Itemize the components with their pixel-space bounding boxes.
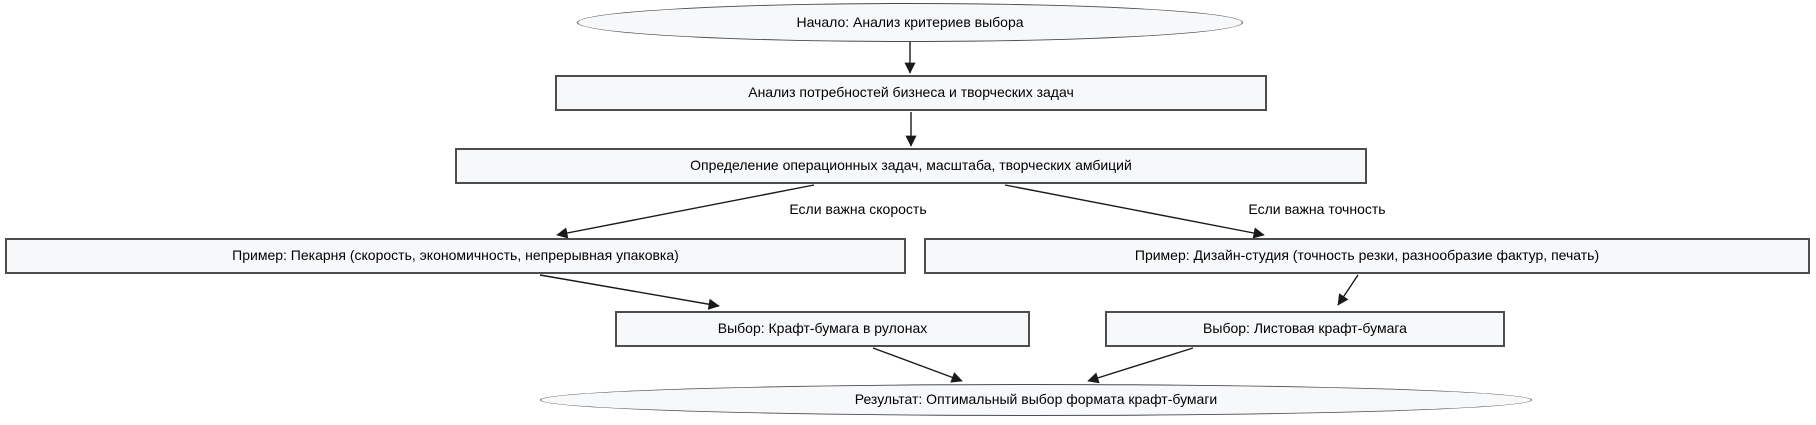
edge-definition-to-example-bakery: [556, 184, 815, 239]
node-definition-label: Определение операционных задач, масштаба…: [690, 157, 1132, 174]
node-result: Результат: Оптимальный выбор формата кра…: [540, 384, 1532, 416]
edge-example-bakery-to-choice-rolls: [539, 274, 720, 310]
node-choice-sheets: Выбор: Листовая крафт-бумага: [1105, 311, 1505, 347]
node-example-bakery: Пример: Пекарня (скорость, экономичность…: [5, 238, 906, 274]
edge-label-speed: Если важна скорость: [787, 201, 929, 217]
edge-choice-rolls-to-result: [872, 347, 963, 383]
edge-choice-sheets-to-result: [1087, 347, 1194, 384]
node-example-bakery-label: Пример: Пекарня (скорость, экономичность…: [232, 247, 679, 264]
edge-label-precision: Если важна точность: [1246, 201, 1388, 217]
node-choice-rolls: Выбор: Крафт-бумага в рулонах: [615, 311, 1030, 347]
node-start: Начало: Анализ критериев выбора: [577, 3, 1243, 42]
node-analysis-label: Анализ потребностей бизнеса и творческих…: [748, 84, 1074, 101]
node-analysis: Анализ потребностей бизнеса и творческих…: [555, 75, 1267, 111]
node-example-design: Пример: Дизайн-студия (точность резки, р…: [924, 238, 1810, 274]
node-choice-rolls-label: Выбор: Крафт-бумага в рулонах: [717, 320, 928, 337]
node-choice-sheets-label: Выбор: Листовая крафт-бумага: [1203, 320, 1407, 337]
edge-definition-to-example-design: [1004, 184, 1265, 239]
node-example-design-label: Пример: Дизайн-студия (точность резки, р…: [1134, 247, 1600, 264]
node-result-label: Результат: Оптимальный выбор формата кра…: [854, 391, 1218, 408]
node-start-label: Начало: Анализ критериев выбора: [796, 13, 1024, 30]
node-definition: Определение операционных задач, масштаба…: [455, 148, 1367, 184]
edge-example-design-to-choice-sheets: [1337, 274, 1359, 306]
